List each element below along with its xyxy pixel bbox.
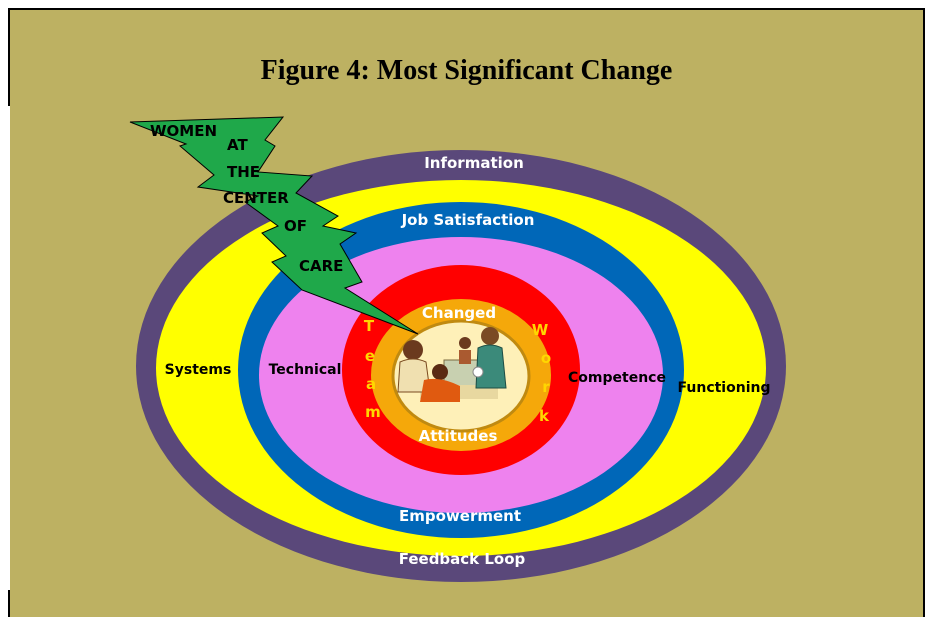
label-functioning: Functioning bbox=[678, 380, 771, 396]
top-border bbox=[8, 8, 925, 10]
label-team-e: e bbox=[365, 347, 375, 365]
label-systems: Systems bbox=[165, 362, 232, 378]
figure-title: Figure 4: Most Significant Change bbox=[260, 55, 673, 86]
right-border bbox=[923, 8, 925, 617]
bolt-line-the: THE bbox=[227, 163, 260, 181]
left-border-bottom bbox=[8, 590, 10, 617]
bolt-line-women: WOMEN bbox=[150, 122, 217, 140]
label-team-m: m bbox=[365, 403, 381, 421]
label-work-r: r bbox=[542, 378, 550, 396]
label-team-a: a bbox=[366, 375, 376, 393]
label-changed: Changed bbox=[422, 304, 496, 322]
label-information: Information bbox=[424, 154, 524, 172]
label-competence: Competence bbox=[568, 370, 666, 386]
label-technical: Technical bbox=[269, 362, 342, 378]
bolt-line-at: AT bbox=[227, 136, 248, 154]
left-border-top bbox=[8, 8, 10, 106]
label-work-k: k bbox=[539, 407, 550, 425]
lightning-bolt bbox=[129, 116, 419, 335]
bolt-line-care: CARE bbox=[299, 257, 343, 275]
label-empowerment: Empowerment bbox=[399, 507, 521, 525]
bolt-line-center: CENTER bbox=[223, 189, 289, 207]
label-team-t: T bbox=[364, 317, 375, 335]
label-feedback-loop: Feedback Loop bbox=[399, 550, 526, 568]
bolt-line-of: OF bbox=[284, 217, 307, 235]
label-attitudes: Attitudes bbox=[419, 427, 498, 445]
label-job-satisfaction: Job Satisfaction bbox=[401, 211, 535, 229]
label-work-w: W bbox=[532, 321, 549, 339]
label-work-o: o bbox=[541, 349, 551, 367]
clinic-scene-icon bbox=[397, 327, 507, 402]
